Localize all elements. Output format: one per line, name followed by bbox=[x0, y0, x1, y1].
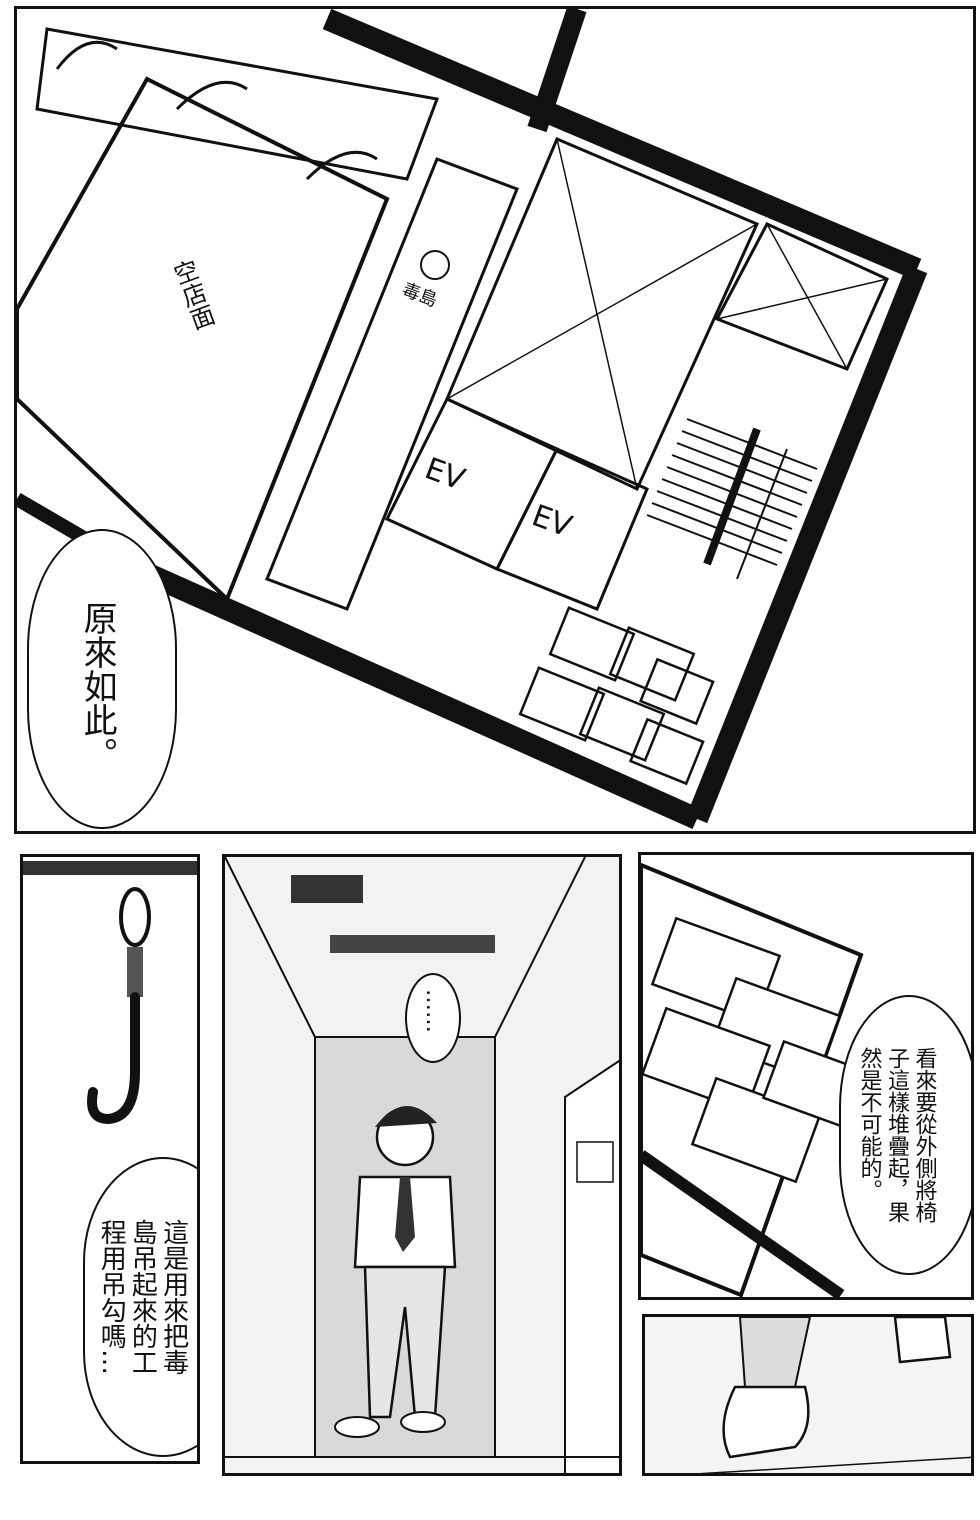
speech-bubble-4: 看來要從外側將椅 子這樣堆疊起，果 然是不可能的。 bbox=[839, 995, 971, 1275]
chairs-drawing bbox=[641, 862, 871, 1297]
thought-text: …… bbox=[421, 989, 446, 1033]
thought-bubble: …… bbox=[405, 973, 461, 1063]
floorplan-drawing bbox=[17, 9, 928, 830]
feet-drawing bbox=[645, 1317, 971, 1473]
speech-text-1: 原來如此。 bbox=[77, 601, 118, 771]
speech-text-4: 看來要從外側將椅 子這樣堆疊起，果 然是不可能的。 bbox=[856, 1047, 937, 1223]
panel-hook: 這是用來把毒 島吊起來的工 程用吊勾嗎… bbox=[20, 854, 200, 1464]
hook-drawing bbox=[23, 861, 197, 1125]
speech-bubble-2: 這是用來把毒 島吊起來的工 程用吊勾嗎… bbox=[83, 1157, 197, 1457]
speech-bubble-1: 原來如此。 bbox=[27, 529, 177, 829]
panel-corridor: …… bbox=[222, 854, 622, 1476]
speech-text-2: 這是用來把毒 島吊起來的工 程用吊勾嗎… bbox=[96, 1219, 189, 1375]
panel-feet bbox=[642, 1314, 974, 1476]
corridor-drawing bbox=[225, 857, 619, 1473]
panel-chairs: 看來要從外側將椅 子這樣堆疊起，果 然是不可能的。 bbox=[638, 852, 974, 1300]
panel-floorplan: 空店面 毒島 EV EV 原來如此。 bbox=[14, 6, 976, 834]
